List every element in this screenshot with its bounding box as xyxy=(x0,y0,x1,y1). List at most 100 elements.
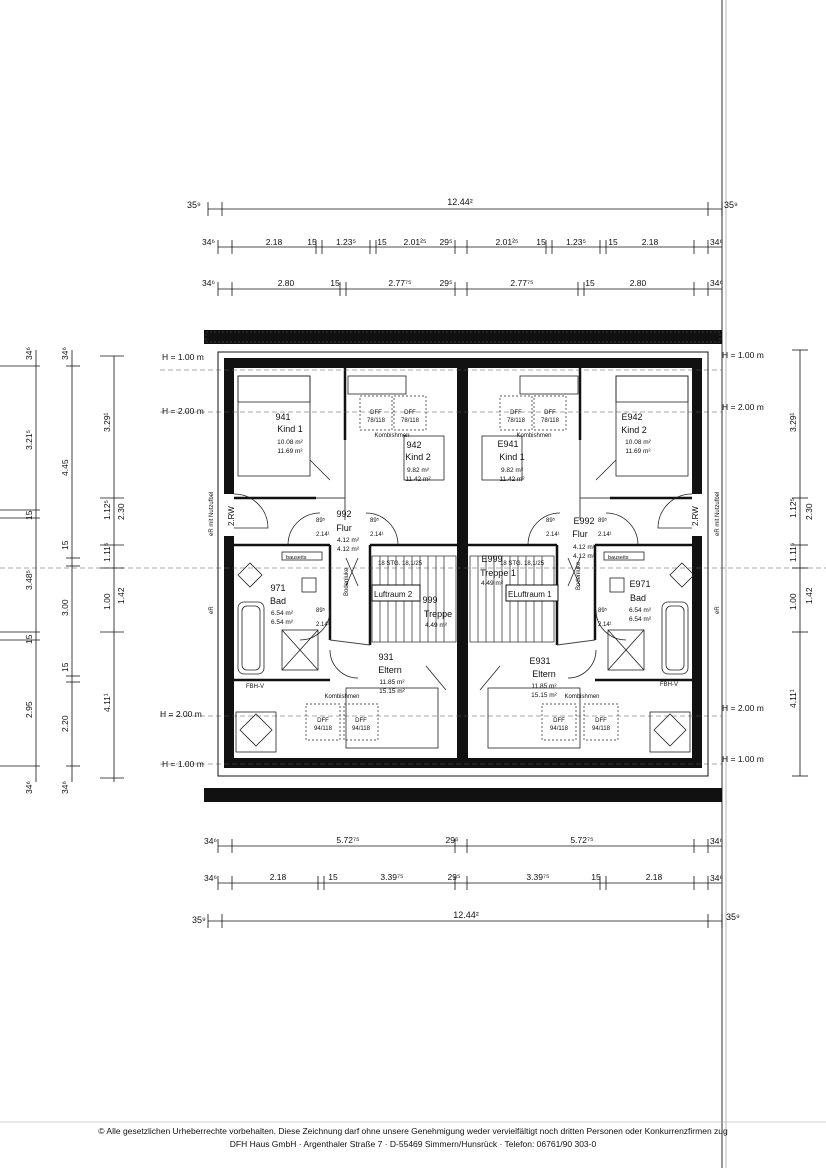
room-name: Kind 1 xyxy=(277,424,303,434)
dff-size: 94/118 xyxy=(592,726,611,732)
dim-label: 15 xyxy=(377,237,387,247)
height-label-left-h2: H = 2.00 m xyxy=(162,406,204,416)
room-name: Treppe 1 xyxy=(480,568,516,578)
room-area: 10.08 m² xyxy=(277,439,303,446)
room-number: 942 xyxy=(406,440,421,450)
bauseits-label: bauseits xyxy=(286,555,307,561)
dim-label: 5.72⁷⁵ xyxy=(336,835,359,845)
dim-label: 5.72⁷⁵ xyxy=(570,835,593,845)
dim-label: 15 xyxy=(330,278,340,288)
bottom-chain-1-labels: 34⁶ 5.72⁷⁵ 29⁵ 5.72⁷⁵ 34⁶ xyxy=(204,835,723,846)
door-dim: 89⁵ xyxy=(370,517,380,524)
dim-label: 3.48⁵ xyxy=(24,570,34,590)
dim-label: 3.00 xyxy=(60,599,70,616)
room-area: 4.49 m² xyxy=(481,580,504,587)
company-address: DFH Haus GmbH · Argenthaler Straße 7 · D… xyxy=(229,1139,597,1149)
dim-label: 2.30 xyxy=(116,503,126,520)
room-number: E931 xyxy=(529,656,550,666)
room-area: 6.54 m² xyxy=(629,607,652,614)
dff-label: DFF xyxy=(510,410,522,416)
dim-top-side-left: 35⁹ xyxy=(187,200,201,210)
height-label-left-h2b: H = 2.00 m xyxy=(160,709,202,719)
roof-window-labels: DFF 78/118 DFF 78/118 DFF 78/118 DFF 78/… xyxy=(314,410,611,732)
door-dim: 2.14¹ xyxy=(546,532,560,538)
dim-label: 29⁵ xyxy=(448,872,461,882)
roof-eave-top-hatch xyxy=(205,331,721,343)
dim-top-side-right: 35⁹ xyxy=(724,200,738,210)
top-dimension-chain-2 xyxy=(217,240,722,254)
bottom-chain-2-labels: 34⁶ 2.18 15 3.39⁷⁵ 29⁵ 3.39⁷⁵ 15 2.18 34… xyxy=(204,872,723,883)
room-name: Flur xyxy=(572,529,588,539)
door-dim: 2.14¹ xyxy=(316,532,330,538)
dim-label: 2.80 xyxy=(630,278,647,288)
room-area: 9.82 m² xyxy=(407,467,430,474)
room-area: 6.54 m² xyxy=(271,610,294,617)
door-dim: 89⁵ xyxy=(546,517,556,524)
dim-label: 1.23⁵ xyxy=(336,237,356,247)
room-area: 9.82 m² xyxy=(501,467,524,474)
room-labels: 941 Kind 1 10.08 m² 11.69 m² 942 Kind 2 … xyxy=(270,412,652,699)
rw-label-right: 2.RW xyxy=(691,506,700,526)
bodenluke-label: Bodenluke xyxy=(344,567,350,596)
doors xyxy=(233,493,693,679)
door-dim: 89⁵ xyxy=(316,607,326,614)
dim-label: 34⁶ xyxy=(24,347,34,360)
dim-label: 34⁶ xyxy=(204,873,217,883)
door-dim: 2.14¹ xyxy=(598,622,612,628)
dff-size: 78/118 xyxy=(401,418,420,424)
dim-label: 1.42 xyxy=(804,587,814,604)
stair-step-label: 18 STG. 18,1/25 xyxy=(500,561,545,567)
room-area: 6.54 m² xyxy=(271,619,294,626)
er-left: eR xyxy=(209,606,215,614)
room-area: 11.42 m² xyxy=(499,476,525,483)
rw-note-right: eR mit Nutzufbel xyxy=(715,492,721,536)
fbh-label: FBH-V xyxy=(246,684,264,690)
top-chain-3-labels: 34⁶ 2.80 15 2.77⁷⁵ 29⁵ 2.77⁷⁵ 15 2.80 34… xyxy=(202,278,723,288)
door-dim: 89⁵ xyxy=(598,517,608,524)
top-chain-2-labels: 34⁶ 2.18 15 1.23⁵ 15 2.01²⁵ 29⁵ 2.01²⁵ 1… xyxy=(202,237,723,247)
room-name: Treppe xyxy=(424,609,452,619)
room-name: Flur xyxy=(336,523,352,533)
dim-label: 34⁶ xyxy=(710,278,723,288)
room-name: Kind 1 xyxy=(499,452,525,462)
room-area: 4.12 m² xyxy=(337,546,360,553)
dff-label: DFF xyxy=(553,718,565,724)
door-dim: 2.14¹ xyxy=(370,532,384,538)
dim-label: 2.20 xyxy=(60,715,70,732)
right-dimension-lines xyxy=(792,349,808,777)
kombi-label: Kombishmen xyxy=(564,694,599,700)
dim-label: 1.00 xyxy=(788,593,798,610)
dim-bottom-total: 12.44² xyxy=(453,910,479,920)
room-number: E992 xyxy=(573,516,594,526)
dim-label: 15 xyxy=(24,634,34,644)
dff-size: 78/118 xyxy=(507,418,526,424)
dim-label: 1.11⁵ xyxy=(788,543,798,562)
dim-label: 29⁵ xyxy=(446,835,459,845)
dff-label: DFF xyxy=(595,718,607,724)
dim-label: 2.77⁷⁵ xyxy=(510,278,533,288)
dim-label: 34⁶ xyxy=(710,237,723,247)
dim-top-total: 12.44² xyxy=(447,197,473,207)
room-area: 6.54 m² xyxy=(629,616,652,623)
copyright-notice: © Alle gesetzlichen Urheberrechte vorbeh… xyxy=(98,1126,728,1136)
dim-label: 3.39⁷⁵ xyxy=(526,872,549,882)
dim-label: 2.01²⁵ xyxy=(404,237,427,247)
bauseits-label: bauseits xyxy=(608,555,629,561)
room-area: 4.12 m² xyxy=(573,544,596,551)
right-dimension-labels: 3.29¹ 1.12⁵ 1.11⁵ 1.00 4.11¹ 2.30 1.42 xyxy=(788,412,814,708)
building-outline xyxy=(217,351,709,777)
dff-size: 78/118 xyxy=(367,418,386,424)
dff-label: DFF xyxy=(355,718,367,724)
bodenluke-label: Bodenluke xyxy=(576,561,582,590)
dim-label: 1.12⁵ xyxy=(102,500,112,520)
dim-label: 1.12⁵ xyxy=(788,498,798,518)
room-number: E999 xyxy=(481,554,502,564)
dim-label: 15 xyxy=(536,237,546,247)
dim-label: 2.77⁷⁵ xyxy=(388,278,411,288)
dim-label: 15 xyxy=(585,278,595,288)
dim-label: 2.18 xyxy=(646,872,663,882)
dim-label: 34⁶ xyxy=(710,836,723,846)
room-name: Eltern xyxy=(532,669,556,679)
room-area: 4.49 m² xyxy=(425,622,448,629)
